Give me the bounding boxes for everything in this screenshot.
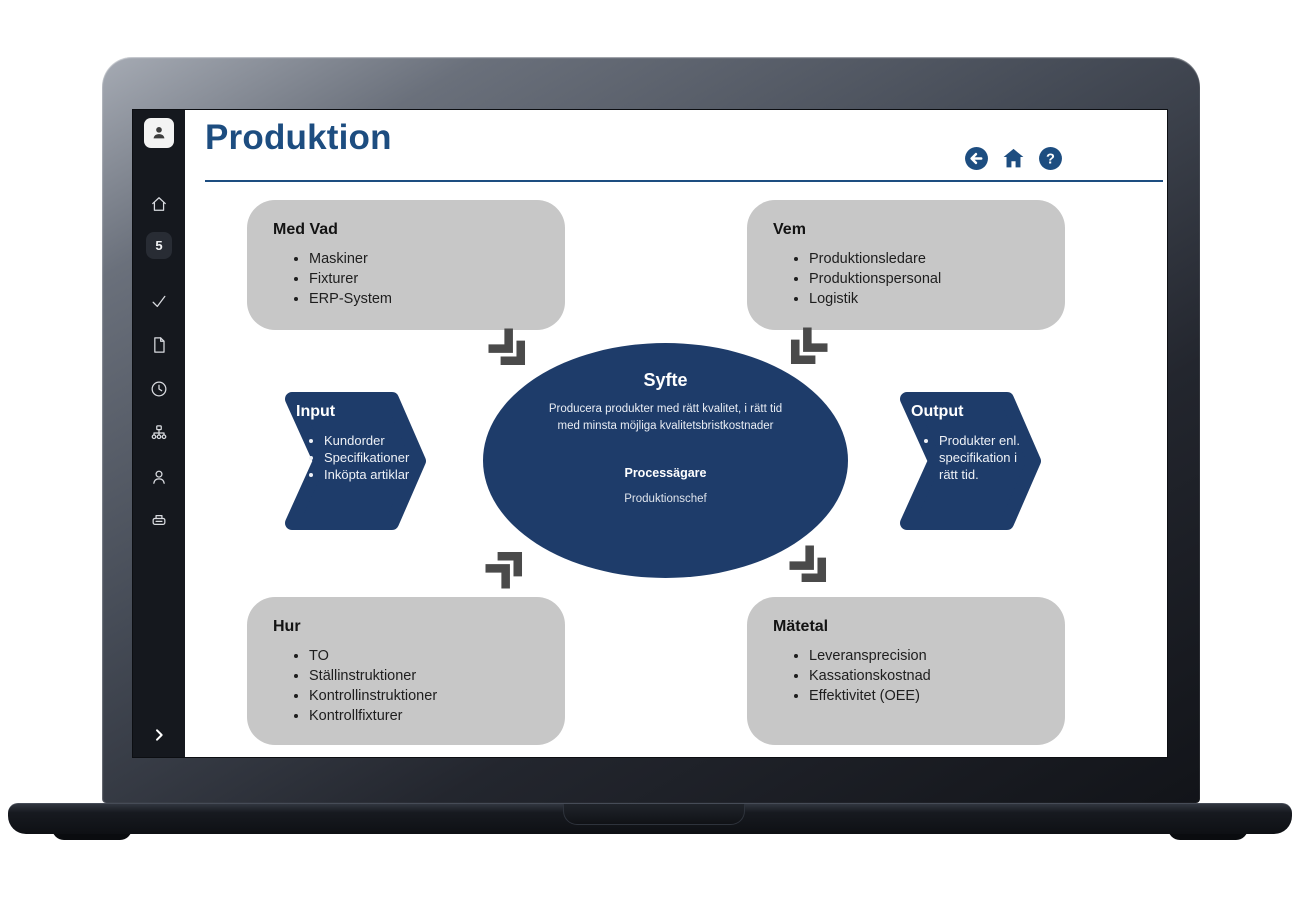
sidebar-item-organisation[interactable] bbox=[149, 423, 169, 443]
home-solid-icon bbox=[1003, 148, 1024, 168]
process-owner-label: Processägare bbox=[624, 465, 707, 480]
vem-title: Vem bbox=[773, 221, 806, 238]
page-title: Produktion bbox=[205, 118, 392, 157]
user-icon bbox=[153, 127, 165, 139]
home-icon bbox=[152, 197, 166, 211]
input-title: Input bbox=[296, 403, 336, 420]
app-window: 5 bbox=[132, 109, 1168, 758]
list-item: Kontrollfixturer bbox=[309, 707, 539, 726]
process-owner-name: Produktionschef bbox=[624, 492, 707, 505]
help-button[interactable]: ? bbox=[1038, 146, 1063, 171]
list-item: Maskiner bbox=[309, 250, 539, 269]
list-item: Kontrollinstruktioner bbox=[309, 687, 539, 706]
svg-text:?: ? bbox=[1046, 152, 1055, 168]
printer-icon bbox=[152, 514, 166, 525]
sidebar: 5 bbox=[133, 110, 185, 757]
clock-icon bbox=[151, 381, 167, 397]
chevron-banner-shape bbox=[900, 392, 1041, 530]
list-item: Specifikationer bbox=[324, 450, 419, 467]
back-arrow-icon bbox=[965, 147, 988, 170]
flow-arrow-bottom-right bbox=[789, 545, 827, 583]
sidebar-item-users[interactable] bbox=[149, 467, 169, 487]
home-button[interactable] bbox=[1001, 146, 1026, 171]
vem-list: Produktionsledare Produktionspersonal Lo… bbox=[773, 250, 1039, 309]
list-item: Effektivitet (OEE) bbox=[809, 687, 1039, 706]
hur-box: Hur TO Ställinstruktioner Kontrollinstru… bbox=[247, 597, 565, 745]
flow-arrow-top-right bbox=[790, 327, 828, 365]
syfte-description: Producera produkter med rätt kvalitet, i… bbox=[548, 403, 783, 433]
title-divider bbox=[205, 180, 1163, 182]
list-item: Fixturer bbox=[309, 270, 539, 289]
matetal-list: Leveransprecision Kassationskostnad Effe… bbox=[773, 647, 1039, 706]
chevron-right-icon bbox=[156, 729, 163, 741]
output-list: Produkter enl. specifikation i rätt tid. bbox=[911, 433, 1029, 484]
back-button[interactable] bbox=[964, 146, 989, 171]
list-item: Ställinstruktioner bbox=[309, 667, 539, 686]
matetal-box: Mätetal Leveransprecision Kassationskost… bbox=[747, 597, 1065, 745]
med-vad-box: Med Vad Maskiner Fixturer ERP-System bbox=[247, 200, 565, 330]
check-icon bbox=[152, 295, 166, 308]
list-item: TO bbox=[309, 647, 539, 666]
syfte-ellipse: Syfte Producera produkter med rätt kvali… bbox=[483, 343, 848, 578]
sidebar-item-history[interactable] bbox=[149, 379, 169, 399]
laptop-base bbox=[8, 803, 1292, 834]
list-item: ERP-System bbox=[309, 290, 539, 309]
avatar[interactable] bbox=[144, 118, 174, 148]
vem-box: Vem Produktionsledare Produktionspersona… bbox=[747, 200, 1065, 330]
org-chart-icon bbox=[151, 425, 167, 440]
list-item: Kundorder bbox=[324, 433, 419, 450]
hur-list: TO Ställinstruktioner Kontrollinstruktio… bbox=[273, 647, 539, 725]
flow-arrow-bottom-left bbox=[485, 551, 523, 589]
list-item: Leveransprecision bbox=[809, 647, 1039, 666]
matetal-title: Mätetal bbox=[773, 618, 829, 635]
sidebar-item-documents[interactable] bbox=[149, 335, 169, 355]
list-item: Kassationskostnad bbox=[809, 667, 1039, 686]
output-shape: Output Produkter enl. specifikation i rä… bbox=[897, 391, 1042, 531]
sidebar-expand-button[interactable] bbox=[149, 725, 169, 745]
input-list: Kundorder Specifikationer Inköpta artikl… bbox=[296, 433, 419, 484]
med-vad-list: Maskiner Fixturer ERP-System bbox=[273, 250, 539, 309]
list-item: Produktionsledare bbox=[809, 250, 1039, 269]
output-title: Output bbox=[911, 403, 964, 420]
document-icon bbox=[154, 337, 165, 353]
list-item: Produktionspersonal bbox=[809, 270, 1039, 289]
sidebar-badge[interactable]: 5 bbox=[146, 232, 172, 259]
input-shape: Input Kundorder Specifikationer Inköpta … bbox=[282, 391, 427, 531]
list-item: Logistik bbox=[809, 290, 1039, 309]
laptop-lid-notch bbox=[563, 804, 745, 825]
list-item: Produkter enl. specifikation i rätt tid. bbox=[939, 433, 1029, 484]
flow-arrow-top-left bbox=[488, 328, 526, 366]
med-vad-title: Med Vad bbox=[273, 221, 338, 238]
question-mark-icon: ? bbox=[1039, 147, 1062, 170]
list-item: Inköpta artiklar bbox=[324, 467, 419, 484]
sidebar-item-home[interactable] bbox=[149, 194, 169, 214]
hur-title: Hur bbox=[273, 618, 301, 635]
sidebar-item-approvals[interactable] bbox=[149, 291, 169, 311]
chevron-banner-shape bbox=[285, 392, 426, 530]
header-nav: ? bbox=[964, 146, 1063, 171]
sidebar-item-print[interactable] bbox=[149, 511, 169, 531]
syfte-title: Syfte bbox=[643, 370, 688, 390]
person-icon bbox=[153, 470, 165, 484]
laptop-lid: 5 bbox=[102, 57, 1200, 803]
